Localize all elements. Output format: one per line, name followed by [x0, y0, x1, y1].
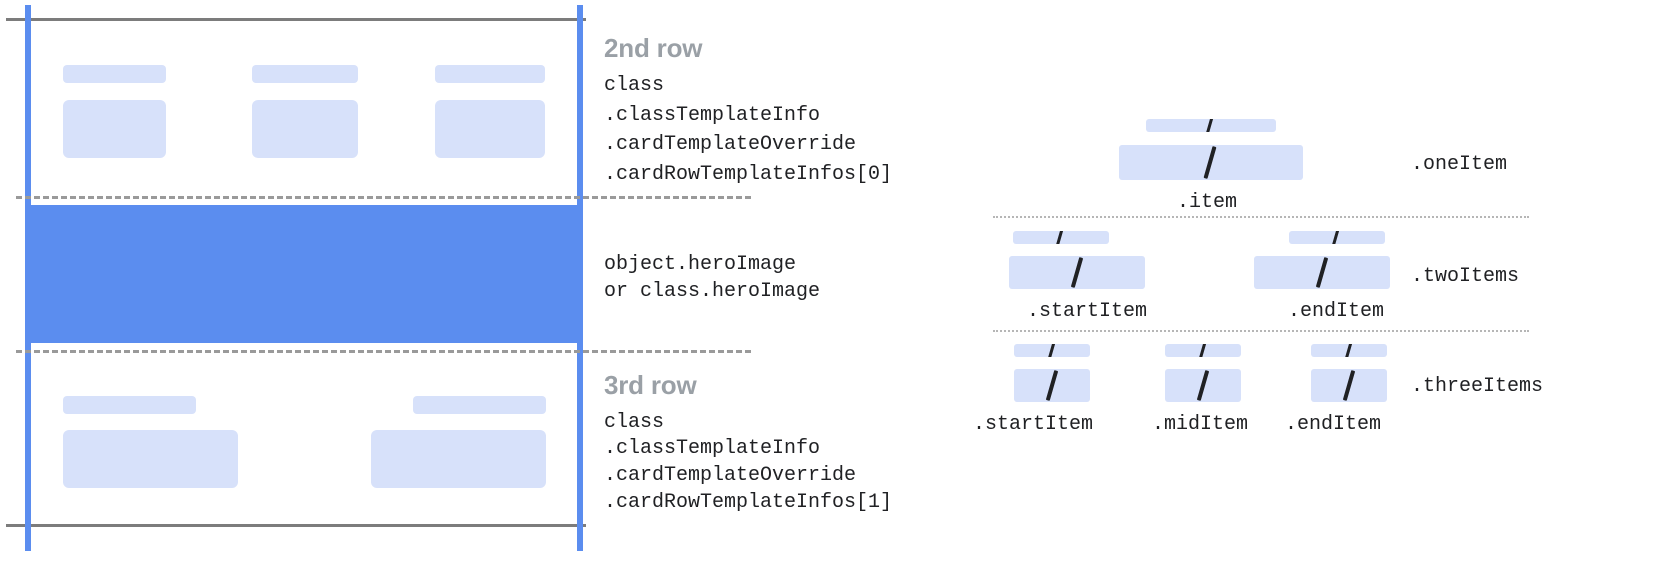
card-top-border: [6, 18, 586, 21]
slash-icon: [1055, 231, 1064, 244]
placeholder-line: [435, 65, 545, 83]
item-title-box: [1311, 344, 1387, 357]
item-title-box: [1013, 231, 1109, 244]
item-title-box: [1146, 119, 1276, 132]
placeholder-block: [63, 430, 238, 488]
hero-row-code-line-0: object.heroImage: [604, 253, 797, 276]
item-caption: .item: [1177, 191, 1238, 214]
item-body-box: [1009, 256, 1145, 289]
item-caption: .endItem: [1285, 413, 1382, 436]
placeholder-line: [413, 396, 546, 414]
slash-icon: [1047, 344, 1056, 357]
item-title-box: [1289, 231, 1385, 244]
variant-separator-2: [993, 330, 1529, 332]
placeholder-block: [252, 100, 358, 158]
slash-icon: [1315, 257, 1329, 288]
placeholder-block: [435, 100, 545, 158]
slash-icon: [1203, 146, 1217, 179]
slash-icon: [1205, 119, 1214, 132]
placeholder-line: [252, 65, 358, 83]
second-row-code-line-3: .cardRowTemplateInfos[0]: [604, 162, 893, 186]
slash-icon: [1198, 344, 1207, 357]
slash-icon: [1331, 231, 1340, 244]
item-caption: .startItem: [1027, 300, 1148, 323]
hero-image-band: [31, 205, 583, 343]
placeholder-line: [63, 396, 196, 414]
second-row-code-line-0: class: [604, 74, 665, 97]
third-row-code-line-3: .cardRowTemplateInfos[1]: [604, 491, 893, 514]
placeholder-line: [63, 65, 166, 83]
variant-label-one-item: .oneItem: [1411, 153, 1508, 176]
item-title-box: [1165, 344, 1241, 357]
third-row-title: 3rd row: [604, 370, 697, 400]
second-row-code-line-2: .cardTemplateOverride: [604, 133, 857, 156]
second-row-title: 2nd row: [604, 33, 703, 63]
slash-icon: [1344, 344, 1353, 357]
third-row-code-line-2: .cardTemplateOverride: [604, 464, 857, 487]
hero-row-code-line-1: or class.heroImage: [604, 279, 821, 303]
placeholder-block: [63, 100, 166, 158]
slash-icon: [1196, 370, 1210, 401]
item-body-box: [1165, 369, 1241, 402]
item-caption: .startItem: [973, 413, 1094, 436]
slash-icon: [1070, 257, 1084, 288]
slash-icon: [1342, 370, 1356, 401]
card-bottom-border: [6, 524, 586, 527]
item-body-box: [1311, 369, 1387, 402]
item-caption: .endItem: [1288, 300, 1385, 323]
variant-label-two-items: .twoItems: [1411, 265, 1520, 288]
variant-separator-1: [993, 216, 1529, 218]
item-body-box: [1254, 256, 1390, 289]
third-row-code-line-0: class: [604, 411, 665, 434]
second-row-code-line-1: .classTemplateInfo: [604, 103, 821, 127]
variant-label-three-items: .threeItems: [1411, 375, 1544, 398]
placeholder-block: [371, 430, 546, 488]
row-separator-top: [16, 196, 751, 199]
third-row-code-line-1: .classTemplateInfo: [604, 437, 821, 460]
card-left-guide: [25, 5, 31, 551]
item-body-box: [1014, 369, 1090, 402]
item-body-box: [1119, 145, 1303, 180]
slash-icon: [1045, 370, 1059, 401]
item-caption: .midItem: [1152, 413, 1249, 436]
item-title-box: [1014, 344, 1090, 357]
row-separator-bottom: [16, 350, 751, 353]
